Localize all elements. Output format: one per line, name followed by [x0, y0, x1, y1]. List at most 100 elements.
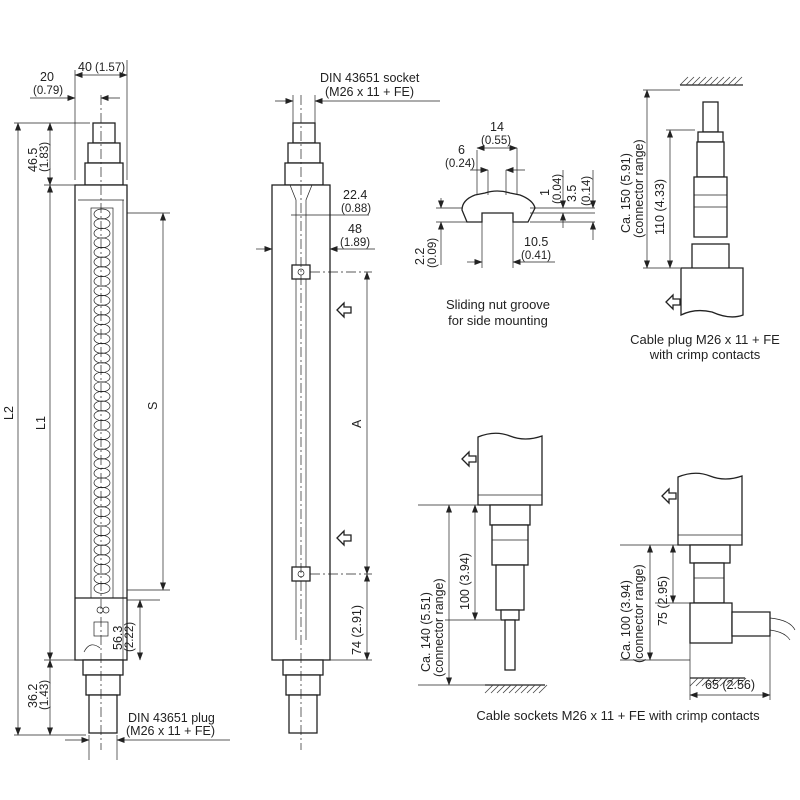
dim-36-2: 36.2	[26, 684, 40, 708]
plug-label: DIN 43651 plug	[128, 711, 215, 725]
label-s: S	[146, 402, 160, 410]
dim-110: 110 (4.33)	[653, 179, 667, 235]
dim-40-inch: (1.57)	[95, 62, 125, 74]
led-element	[93, 227, 111, 239]
led-column	[93, 208, 111, 594]
dim-2-2: 2.2	[413, 248, 427, 265]
dim-75: 75 (2.95)	[656, 576, 670, 626]
led-element	[93, 381, 111, 393]
label-a: A	[350, 419, 364, 428]
led-element	[93, 458, 111, 469]
dim-20: 20	[40, 70, 54, 84]
led-element	[93, 371, 111, 383]
dim-10-5: 10.5	[524, 235, 548, 249]
dim-22-4-inch: (0.88)	[341, 203, 371, 215]
led-element	[93, 247, 111, 258]
led-element	[93, 237, 111, 249]
dim-48: 48	[348, 222, 362, 236]
cable-plug-caption-2: with crimp contacts	[649, 347, 761, 362]
socket-angled-range-label: (connector range)	[632, 564, 646, 663]
dim-1: 1	[538, 189, 552, 196]
led-element	[93, 256, 111, 268]
led-element	[93, 487, 111, 498]
direction-arrow-icon	[661, 487, 677, 505]
plug-range-dim: Ca. 150 (5.91)	[619, 153, 633, 233]
plug-range-label: (connector range)	[632, 139, 646, 238]
led-element	[93, 439, 111, 450]
front-view: 40 (1.57) 20 (0.79) L2 46.5 (1.83) L1 S …	[2, 60, 230, 760]
dim-6: 6	[458, 143, 465, 157]
dim-56-3: 56.3	[111, 626, 125, 650]
label-l1: L1	[34, 416, 48, 430]
led-element	[93, 304, 111, 316]
plug-label-spec: (M26 x 11 + FE)	[126, 724, 215, 738]
led-element	[93, 266, 111, 277]
dim-14-inch: (0.55)	[481, 135, 511, 147]
cable-socket-angled: Ca. 100 (3.94) (connector range) 75 (2.9…	[619, 472, 796, 700]
dim-46-5-inch: (1.83)	[39, 142, 51, 172]
socket-label-spec: (M26 x 11 + FE)	[325, 85, 414, 99]
led-element	[93, 496, 111, 508]
led-element	[93, 554, 111, 565]
led-element	[93, 323, 111, 335]
cable-socket-straight: Ca. 140 (5.51) (connector range) 100 (3.…	[418, 432, 548, 694]
ground-hatch	[679, 76, 743, 86]
led-element	[93, 419, 111, 431]
led-element	[93, 343, 111, 354]
led-element	[93, 285, 111, 297]
led-element	[93, 400, 111, 412]
led-element	[93, 333, 111, 345]
cable-plug-detail: Ca. 150 (5.91) (connector range) 110 (4.…	[619, 76, 780, 362]
dim-46-5: 46.5	[26, 148, 40, 172]
dim-74: 74 (2.91)	[350, 605, 364, 655]
dim-100: 100 (3.94)	[458, 553, 472, 610]
led-element	[93, 535, 111, 546]
led-element	[93, 544, 111, 556]
socket-straight-range-label: (connector range)	[432, 578, 446, 677]
led-element	[93, 506, 111, 517]
direction-arrow-icon	[461, 450, 477, 468]
led-element	[93, 563, 111, 575]
led-element	[93, 352, 111, 364]
groove-caption-2: for side mounting	[448, 313, 548, 328]
led-element	[93, 525, 111, 537]
led-element	[93, 218, 111, 229]
led-element	[93, 314, 111, 325]
dim-2-2-inch: (0.09)	[427, 238, 439, 268]
dim-3-5: 3.5	[565, 185, 579, 202]
dim-1-inch: (0.04)	[552, 174, 564, 204]
dim-10-5-inch: (0.41)	[521, 250, 551, 262]
led-element	[93, 208, 111, 220]
label-l2: L2	[2, 406, 16, 420]
led-element	[93, 275, 111, 287]
led-element	[93, 391, 111, 402]
side-view: DIN 43651 socket (M26 x 11 + FE) 22.4 (0…	[256, 71, 440, 750]
direction-arrow-icon	[336, 301, 352, 319]
ground-hatch	[689, 677, 747, 687]
dim-65: 65 (2.56)	[705, 678, 755, 692]
groove-caption: Sliding nut groove	[446, 297, 550, 312]
dim-20-inch: (0.79)	[33, 85, 63, 97]
dim-40: 40	[78, 60, 92, 74]
cable-sockets-caption: Cable sockets M26 x 11 + FE with crimp c…	[476, 708, 760, 723]
led-element	[93, 448, 111, 460]
socket-label: DIN 43651 socket	[320, 71, 420, 85]
ground-hatch	[484, 684, 548, 694]
led-element	[93, 295, 111, 306]
led-element	[93, 362, 111, 373]
dim-36-2-inch: (1.43)	[39, 680, 51, 710]
dim-56-3-inch: (2.22)	[124, 622, 136, 652]
dim-14: 14	[490, 120, 504, 134]
cable-plug-caption: Cable plug M26 x 11 + FE	[630, 332, 780, 347]
led-element	[93, 583, 111, 594]
direction-arrow-icon	[665, 293, 681, 311]
dim-6-inch: (0.24)	[445, 158, 475, 170]
dim-22-4: 22.4	[343, 188, 367, 202]
led-element	[93, 410, 111, 421]
dim-3-5-inch: (0.14)	[581, 176, 593, 206]
sliding-nut-groove-detail: 14 (0.55) 6 (0.24) 1 (0.04) 3.5 (0.14) 2…	[413, 120, 596, 328]
led-element	[93, 573, 111, 585]
direction-arrow-icon	[336, 529, 352, 547]
